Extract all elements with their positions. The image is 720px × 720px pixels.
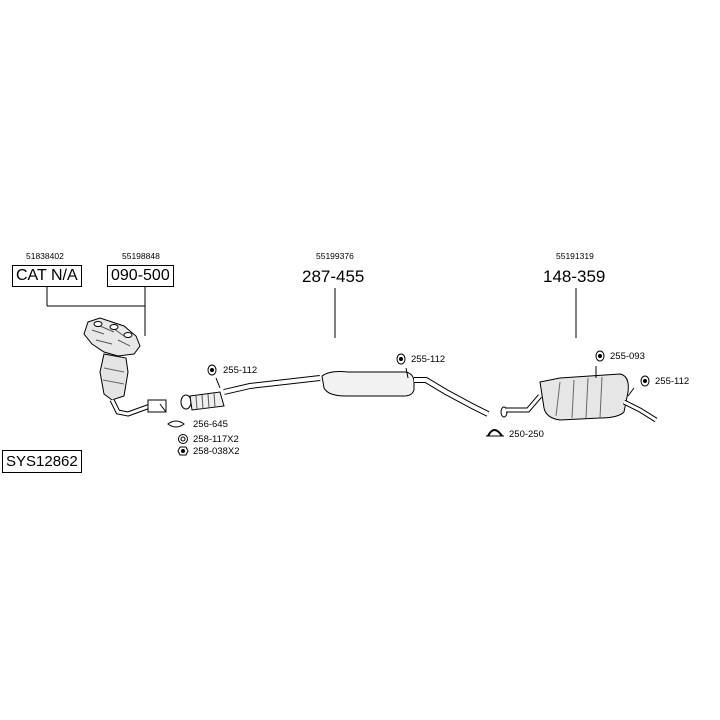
accessory-hanger-rear-b[interactable]: 255-112 xyxy=(655,376,690,387)
part-number-front-pipe[interactable]: 090-500 xyxy=(107,265,174,287)
accessory-hanger-middle[interactable]: 255-112 xyxy=(411,354,446,365)
part-number-catalyst[interactable]: CAT N/A xyxy=(12,265,82,287)
gasket-icon xyxy=(167,420,185,428)
nut-icon xyxy=(177,446,189,456)
accessory-gasket[interactable]: 256-645 xyxy=(193,419,228,430)
accessory-hanger-rear-a[interactable]: 255-093 xyxy=(610,351,645,362)
ring-icon xyxy=(178,434,188,444)
accessory-nut[interactable]: 258-038X2 xyxy=(193,446,240,457)
clamp-icon xyxy=(486,429,504,437)
accessory-clamp[interactable]: 250-250 xyxy=(509,429,544,440)
hanger-rubber-icon-rear-b xyxy=(627,375,650,397)
middle-silencer xyxy=(223,371,490,417)
oem-number-front-pipe: 55198848 xyxy=(122,251,160,261)
hanger-rubber-icon-middle xyxy=(396,353,409,379)
oem-number-manifold: 51838402 xyxy=(26,251,64,261)
manifold-catalyst xyxy=(83,317,167,417)
part-number-rear-silencer[interactable]: 148-359 xyxy=(543,267,606,286)
rear-silencer xyxy=(500,373,658,423)
hanger-rubber-icon-front xyxy=(207,364,221,389)
front-pipe xyxy=(180,391,225,411)
system-code: SYS12862 xyxy=(2,450,82,473)
part-number-middle-silencer[interactable]: 287-455 xyxy=(302,267,365,286)
oem-number-rear-silencer: 55191319 xyxy=(556,251,594,261)
oem-number-middle-silencer: 55199376 xyxy=(316,251,354,261)
accessory-hanger-front[interactable]: 255-112 xyxy=(223,365,258,376)
accessory-ring[interactable]: 258-117X2 xyxy=(193,434,239,445)
hanger-rubber-icon-rear-a xyxy=(595,350,605,378)
